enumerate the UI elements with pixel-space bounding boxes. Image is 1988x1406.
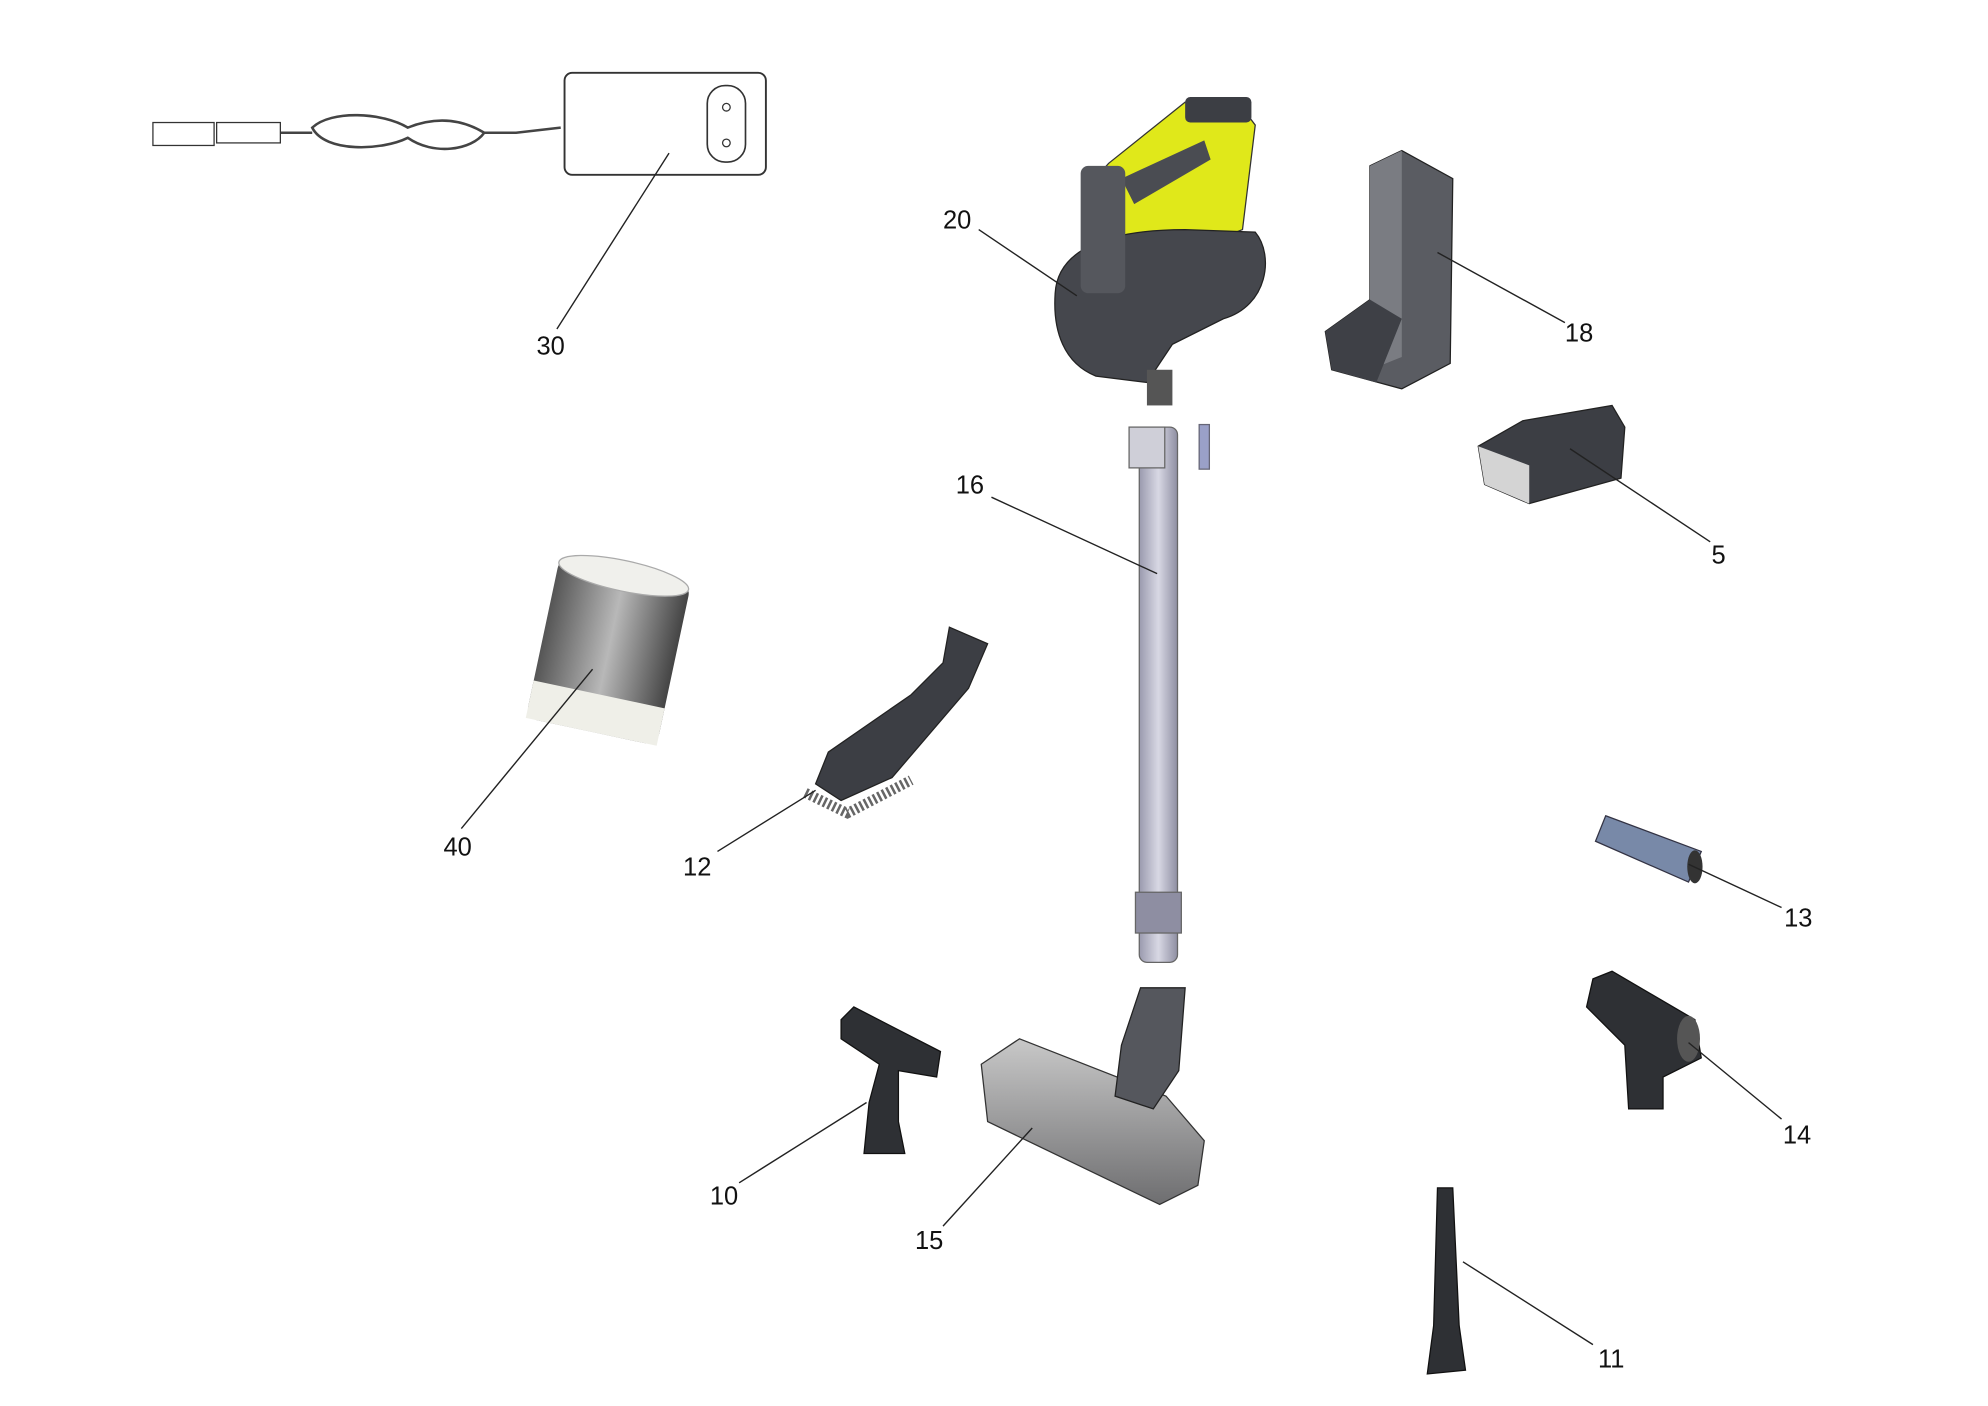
part-charger [152,71,767,176]
part-number-18: 18 [1565,320,1593,348]
leader-40 [460,668,594,829]
leader-10 [738,1101,867,1184]
leader-20 [978,228,1078,297]
part-number-16: 16 [956,471,984,499]
part-number-11: 11 [1598,1346,1624,1374]
leader-12 [717,789,816,853]
part-suction-tube [1128,423,1211,963]
leader-5 [1569,448,1711,543]
part-brush-roller [1594,814,1703,884]
part-crevice-nozzle [1426,1187,1467,1375]
leader-15 [942,1127,1033,1227]
part-number-10: 10 [710,1182,738,1210]
leader-16 [991,496,1158,575]
part-number-40: 40 [443,833,471,861]
leader-13 [1688,863,1782,909]
leader-14 [1688,1042,1782,1120]
part-number-15: 15 [915,1227,943,1255]
part-dusting-brush [803,626,989,819]
part-handheld-unit [1054,97,1267,406]
part-upholstery-nozzle [840,1006,942,1155]
part-floor-nozzle [980,987,1205,1206]
leader-11 [1462,1261,1594,1346]
part-adapter [1585,970,1702,1110]
part-number-30: 30 [537,332,565,360]
leader-30 [556,152,670,330]
leader-lines [460,152,1782,1346]
part-filter [525,554,690,746]
part-number-5: 5 [1711,541,1725,569]
part-wall-mount [1324,149,1454,390]
part-number-14: 14 [1783,1121,1811,1149]
part-number-20: 20 [943,206,971,234]
part-number-12: 12 [683,854,711,882]
part-battery [1477,404,1626,505]
leader-18 [1437,251,1566,324]
part-number-13: 13 [1784,905,1812,933]
